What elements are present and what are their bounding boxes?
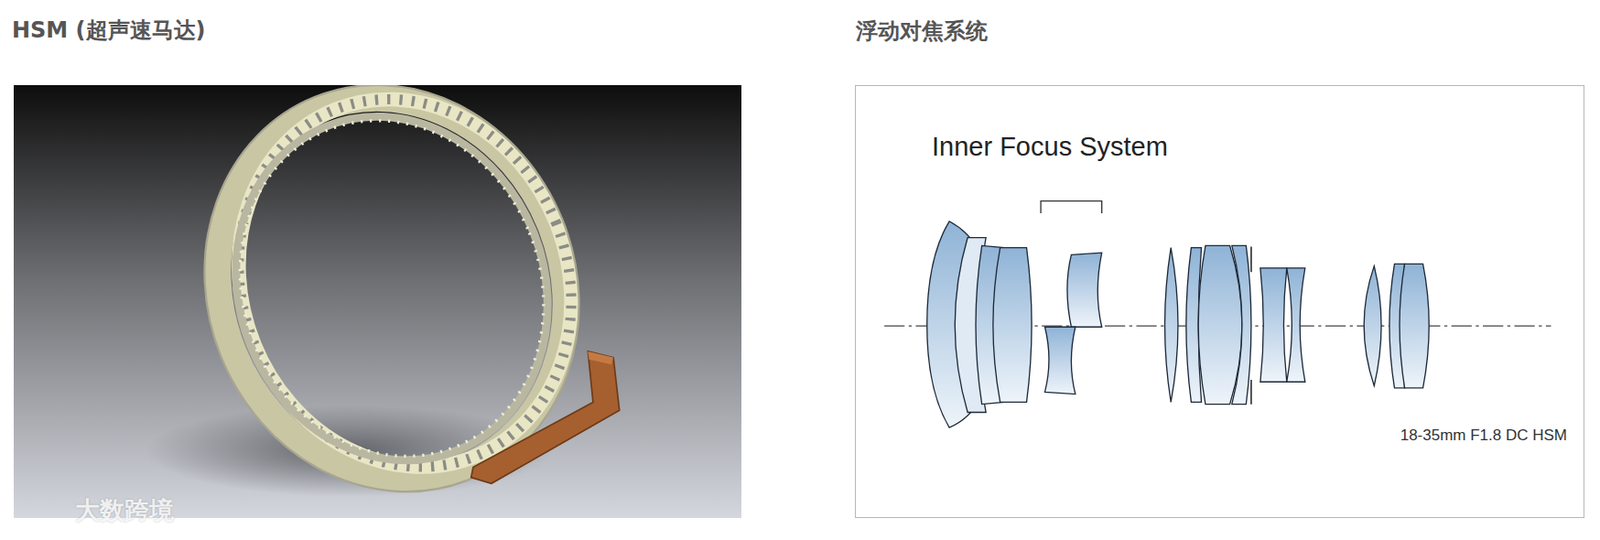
panel-heading: 浮动对焦系统 [855,16,988,46]
panel-heading: HSM (超声速马达) [11,15,206,45]
panel: 浮动对焦系统Inner Focus System18-35mm F1.8 DC … [854,85,1585,519]
watermark: 大数跨境 [75,494,174,528]
lens-model-label: 18-35mm F1.8 DC HSM [1400,426,1568,445]
diagram-title: Inner Focus System [931,131,1168,163]
panel: HSM (超声速马达) [11,85,744,519]
hsm-ring-illustration [11,85,744,519]
